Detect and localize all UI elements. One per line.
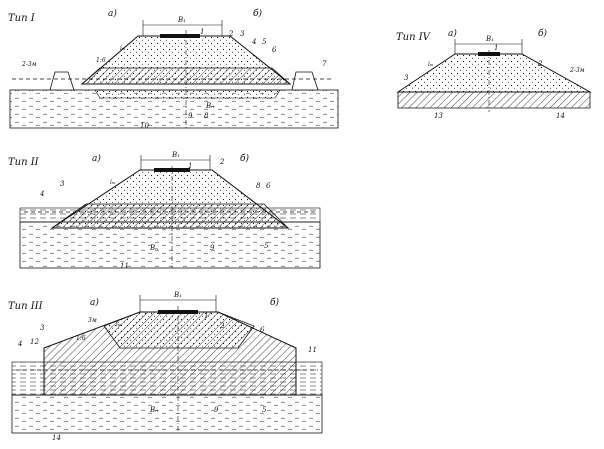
figure-type-3: Тип III а) б) B₁ 1 2 3 4 5 6 9 11 12 14 … xyxy=(8,291,323,442)
type-2-width-label: B₁ xyxy=(171,151,180,159)
type-2-variant-a: а) xyxy=(92,153,101,164)
type-3-callout-3: 3 xyxy=(40,324,45,332)
type-1-callout-6: 6 xyxy=(272,46,277,54)
type-3-callout-12: 12 xyxy=(30,338,39,346)
type-2-callout-9: 9 xyxy=(210,244,215,252)
type-3-callout-4: 4 xyxy=(17,340,22,348)
type-4-embankment xyxy=(396,53,592,93)
type-1-road-pavement xyxy=(160,34,200,38)
type-2-base-label: Bₙ xyxy=(149,244,158,252)
type-1-callout-4: 4 xyxy=(251,38,256,46)
type-2-callout-8: 8 xyxy=(256,182,261,190)
type-1-callout-5: 5 xyxy=(262,38,267,46)
type-3-embankment-core xyxy=(103,311,255,349)
type-4-callout-13: 13 xyxy=(434,112,443,120)
type-3-variant-b: б) xyxy=(270,297,279,308)
type-2-callout-3: 3 xyxy=(60,180,65,188)
type-1-width-label: B₁ xyxy=(177,16,186,24)
type-4-variant-b: б) xyxy=(538,28,547,39)
type-2-callout-2: 2 xyxy=(219,158,225,166)
type-3-title: Тип III xyxy=(8,301,44,312)
type-1-callout-7: 7 xyxy=(322,60,327,68)
type-2-callout-4: 4 xyxy=(39,190,44,198)
type-3-ground xyxy=(11,394,323,434)
type-3-callout-11: 11 xyxy=(308,346,317,354)
type-3-road-pavement xyxy=(158,310,198,314)
type-1-callout-10: 10 xyxy=(140,122,149,130)
type-4-width-label: B₁ xyxy=(485,35,494,43)
type-1-callout-3: 3 xyxy=(240,30,245,38)
type-1-left-ditch xyxy=(49,71,75,91)
type-3-callout-14: 14 xyxy=(52,434,61,442)
type-1-dim-2-3m: 2-3м xyxy=(21,61,37,68)
type-1-title: Тип I xyxy=(8,13,36,24)
type-2-hatched-layer xyxy=(50,203,289,229)
type-3-variant-a: а) xyxy=(90,297,99,308)
figure-type-1: Тип I а) б) B₁ 1 2 3 4 5 6 7 8 9 10 2-3м… xyxy=(8,8,339,130)
type-4-dim-im: iₘ xyxy=(428,61,434,68)
type-1-drainage-layer xyxy=(94,89,281,99)
type-1-callout-8: 8 xyxy=(204,112,209,120)
type-1-variant-b: б) xyxy=(253,8,262,19)
type-1-right-ditch xyxy=(291,71,319,91)
type-3-callout-5: 5 xyxy=(262,406,267,414)
type-4-callout-14: 14 xyxy=(556,112,565,120)
type-2-callout-6: 6 xyxy=(266,182,271,190)
type-3-callout-6: 6 xyxy=(260,326,265,334)
type-1-base-label: Bₙ xyxy=(205,102,214,110)
type-1-callout-9: 9 xyxy=(188,112,193,120)
type-3-width-label: B₁ xyxy=(173,291,182,299)
type-1-variant-a: а) xyxy=(108,8,117,19)
type-3-callout-2: 2 xyxy=(219,322,225,330)
type-2-title: Тип II xyxy=(8,157,40,168)
type-3-callout-9: 9 xyxy=(214,406,219,414)
figure-type-2: Тип II а) б) B₁ 1 2 3 4 5 6 8 9 11 iₘ Bₙ xyxy=(8,151,321,270)
type-3-dim-slope: 1:6 xyxy=(76,335,86,342)
type-2-callout-1: 1 xyxy=(188,162,192,170)
type-4-base-layer xyxy=(397,91,591,109)
type-2-ground xyxy=(19,221,321,269)
type-2-callout-11: 11 xyxy=(120,262,129,270)
type-3-dim-3m: 3м xyxy=(88,317,97,324)
type-1-callout-1: 1 xyxy=(200,28,204,36)
type-4-dim-2-3m: 2-3м xyxy=(569,67,585,74)
type-4-variant-a: а) xyxy=(448,28,457,39)
type-1-hatched-layer xyxy=(80,67,292,85)
type-4-callout-1: 1 xyxy=(494,44,498,52)
type-2-dim-im: iₘ xyxy=(110,179,116,186)
type-2-callout-5: 5 xyxy=(264,242,269,250)
type-1-dim-im: iₘ xyxy=(120,45,126,52)
type-3-base-label: Bₙ xyxy=(149,406,158,414)
type-2-variant-b: б) xyxy=(240,153,249,164)
type-1-dim-slope: 1:6 xyxy=(96,57,106,64)
type-4-title: Тип IV xyxy=(396,32,432,43)
type-4-callout-3: 3 xyxy=(404,74,409,82)
type-3-dim-im: iₘ xyxy=(116,321,122,328)
figure-type-4: Тип IV а) б) B₁ 1 2 3 13 14 2-3м iₘ xyxy=(396,28,592,120)
type-4-callout-2: 2 xyxy=(537,60,543,68)
type-3-callout-1: 1 xyxy=(204,312,208,320)
type-1-callout-2: 2 xyxy=(228,30,234,38)
